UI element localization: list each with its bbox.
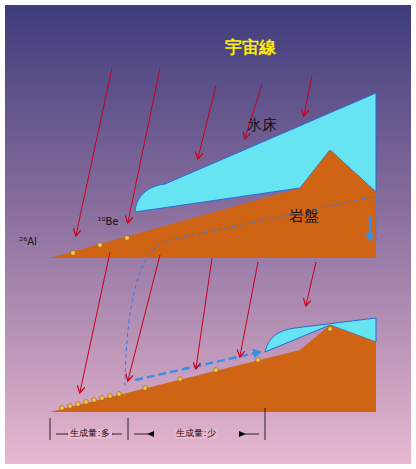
cosmic-rays <box>76 68 312 235</box>
nuclide-dots <box>71 236 130 256</box>
nuclide-label: ¹⁰Be <box>97 216 118 227</box>
background <box>5 5 411 464</box>
rock-label: 岩盤 <box>289 208 319 225</box>
cosmic-rays <box>80 252 316 392</box>
bedrock <box>50 325 376 412</box>
nuclide-dots <box>60 327 333 411</box>
range-brackets <box>50 408 265 440</box>
ice-label: 氷床 <box>247 117 277 134</box>
range-label: 生成量:多 <box>68 429 111 439</box>
title-label: 宇宙線 <box>225 38 276 57</box>
nuclide-label: ²⁶Al <box>19 236 37 247</box>
thinning-arrow <box>369 215 372 240</box>
range-label: 生成量:少 <box>174 429 217 439</box>
bedrock <box>50 150 376 258</box>
